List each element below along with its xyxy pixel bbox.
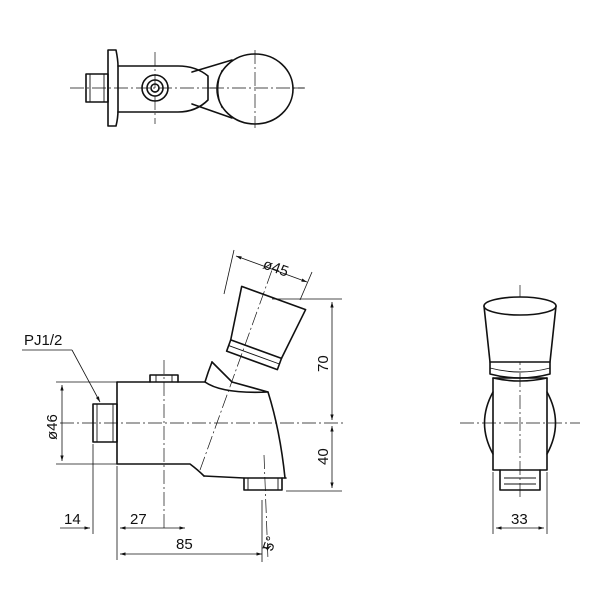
dim-height-upper: 70 xyxy=(272,298,342,420)
top-view-flange xyxy=(107,49,119,127)
front-view-body-top xyxy=(116,361,213,383)
dim-width-side: 33 xyxy=(492,472,548,534)
label-dim-85: 85 xyxy=(176,536,193,553)
side-view-flange-right xyxy=(546,391,557,455)
label-dim-14: 14 xyxy=(64,511,81,528)
front-view-body-left xyxy=(116,381,205,477)
label-diameter-body: ø46 xyxy=(44,414,61,440)
front-view-neck xyxy=(211,361,286,479)
front-view-knob xyxy=(225,285,307,371)
label-dim-27: 27 xyxy=(130,511,147,528)
label-thread: PJ1/2 xyxy=(24,332,62,349)
side-view-flange-left xyxy=(483,391,494,455)
dim-angle: 5° xyxy=(260,500,281,562)
front-view xyxy=(60,269,345,561)
top-view-screw-core xyxy=(150,83,160,93)
front-view-spout xyxy=(243,477,283,491)
side-view-spout xyxy=(499,469,541,491)
front-view-spout-bottom xyxy=(203,475,287,479)
top-view-screw-inner xyxy=(146,79,164,97)
top-view-neck xyxy=(191,59,233,119)
dim-diameter-body: ø46 xyxy=(44,381,117,465)
label-diameter-knob: ø45 xyxy=(261,256,291,281)
dim-diameter-knob: ø45 xyxy=(223,249,313,301)
spout-centerline xyxy=(263,454,269,561)
knob-axis-centerline xyxy=(199,269,273,471)
label-angle: 5° xyxy=(260,534,281,553)
dim-horizontal-85: 85 xyxy=(120,536,262,556)
label-height-upper: 70 xyxy=(315,355,332,372)
thread-callout: PJ1/2 xyxy=(22,332,101,403)
label-width-side: 33 xyxy=(511,511,528,528)
side-view-knob-top xyxy=(483,296,557,316)
top-view-screw-outer xyxy=(141,74,169,102)
top-view-body xyxy=(117,65,209,113)
dim-horizontal-lower: 14 27 xyxy=(60,444,185,560)
top-view xyxy=(70,49,305,128)
dim-height-lower: 40 xyxy=(286,426,342,492)
side-view xyxy=(460,285,580,500)
front-view-screw-boss xyxy=(149,374,179,383)
label-height-lower: 40 xyxy=(315,448,332,465)
